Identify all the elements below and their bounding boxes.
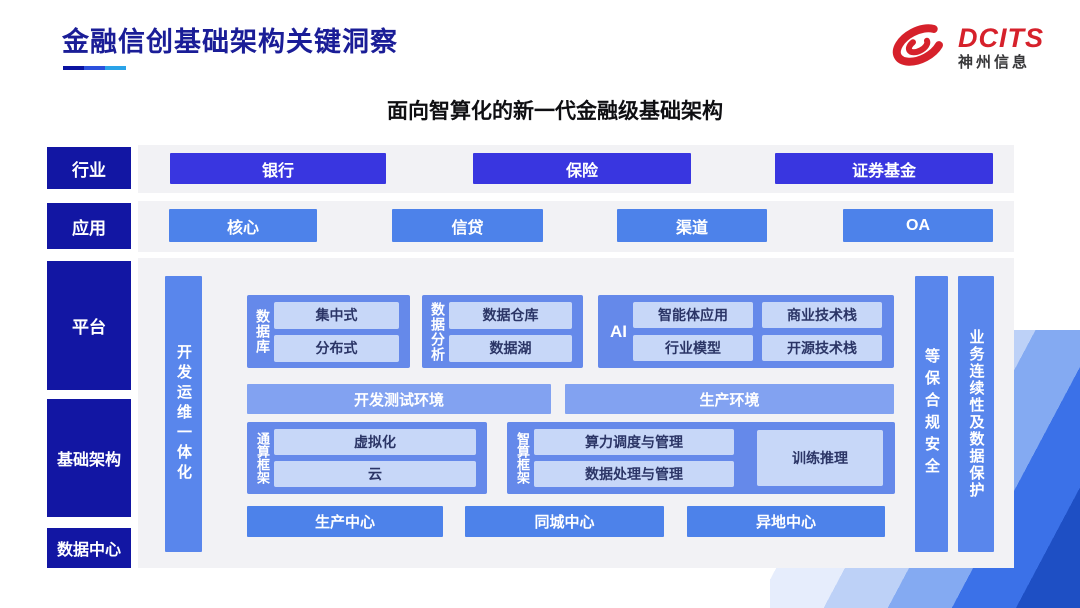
item-cloud: 云 xyxy=(274,461,476,487)
group-data-analysis: 数据分析 数据仓库 数据湖 xyxy=(422,295,583,368)
app-item-oa: OA xyxy=(843,209,993,242)
layer-label-infrastructure: 基础架构 xyxy=(47,399,131,517)
page-title: 金融信创基础架构关键洞察 xyxy=(62,27,398,57)
industry-item-securities-funds: 证券基金 xyxy=(775,153,993,184)
group-general-compute-framework: 通算框架 虚拟化 云 xyxy=(247,422,487,494)
env-bar-devtest: 开发测试环境 xyxy=(247,384,551,414)
security-compliance-bar: 等保合规安全 xyxy=(915,276,948,552)
item-opensource-tech-stack: 开源技术栈 xyxy=(762,335,882,361)
item-data-processing: 数据处理与管理 xyxy=(534,461,734,487)
env-bar-production: 生产环境 xyxy=(565,384,894,414)
item-centralized: 集中式 xyxy=(274,301,399,329)
layer-label-industry: 行业 xyxy=(47,147,131,189)
item-virtualization: 虚拟化 xyxy=(274,429,476,455)
logo-brand-text: DCITS xyxy=(958,22,1044,53)
dcits-swirl-icon xyxy=(888,18,950,77)
item-distributed: 分布式 xyxy=(274,334,399,362)
business-continuity-bar: 业务连续性及数据保护 xyxy=(958,276,994,552)
layer-label-application: 应用 xyxy=(47,203,131,249)
app-item-credit: 信贷 xyxy=(392,209,543,242)
item-data-lake: 数据湖 xyxy=(449,334,572,362)
item-agent-application: 智能体应用 xyxy=(633,302,753,328)
group-intelligent-compute-label: 智算框架 xyxy=(515,432,530,484)
item-industry-model: 行业模型 xyxy=(633,335,753,361)
title-underline-segment xyxy=(105,66,126,70)
item-compute-scheduling: 算力调度与管理 xyxy=(534,429,734,455)
group-ai-label: AI xyxy=(610,321,627,341)
dcits-logo: DCITS 神州信息 xyxy=(888,18,1044,77)
title-underline-segment xyxy=(63,66,84,70)
app-item-channel: 渠道 xyxy=(617,209,767,242)
app-item-core: 核心 xyxy=(169,209,317,242)
layer-label-platform: 平台 xyxy=(47,261,131,390)
item-commercial-tech-stack: 商业技术栈 xyxy=(762,302,882,328)
item-data-warehouse: 数据仓库 xyxy=(449,301,572,329)
layer-label-datacenter: 数据中心 xyxy=(47,528,131,568)
center-production: 生产中心 xyxy=(247,506,443,537)
group-data-analysis-label: 数据分析 xyxy=(430,301,446,362)
group-database: 数据库 集中式 分布式 xyxy=(247,295,410,368)
group-intelligent-compute-framework: 智算框架 算力调度与管理 数据处理与管理 训练推理 xyxy=(507,422,895,494)
center-remote: 异地中心 xyxy=(687,506,885,537)
center-same-city: 同城中心 xyxy=(465,506,664,537)
group-ai: AI 智能体应用 商业技术栈 行业模型 开源技术栈 xyxy=(598,295,894,368)
title-underline-segment xyxy=(84,66,105,70)
logo-company-text: 神州信息 xyxy=(958,54,1031,72)
industry-item-banking: 银行 xyxy=(170,153,386,184)
group-general-compute-label: 通算框架 xyxy=(255,432,270,484)
item-training-inference: 训练推理 xyxy=(757,430,883,486)
diagram-subtitle: 面向智算化的新一代金融级基础架构 xyxy=(387,100,723,123)
group-database-label: 数据库 xyxy=(255,309,271,354)
industry-item-insurance: 保险 xyxy=(473,153,691,184)
title-underline xyxy=(63,66,126,70)
devops-integration-bar: 开发运维一体化 xyxy=(165,276,202,552)
